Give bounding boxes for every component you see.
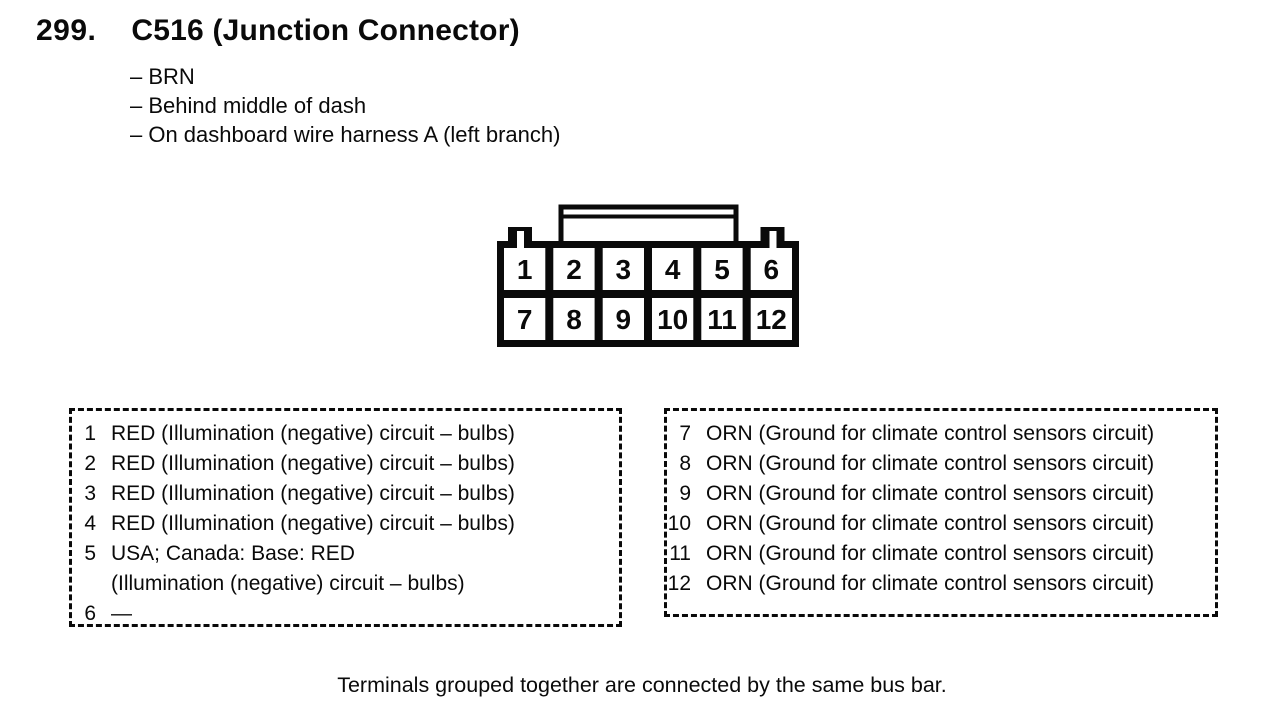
pin-description: ORN (Ground for climate control sensors … <box>706 422 1155 445</box>
pin-description: USA; Canada: Base: RED <box>111 542 355 565</box>
pin-row: 1 RED (Illumination (negative) circuit –… <box>72 419 619 449</box>
pin-number: 11 <box>669 542 691 565</box>
pin-number: 5 <box>84 542 96 565</box>
pin-row-continuation: (Illumination (negative) circuit – bulbs… <box>72 569 619 599</box>
pin-number: 2 <box>84 452 96 475</box>
terminal-number: 7 <box>517 304 533 335</box>
connector-body <box>497 241 799 347</box>
pin-description: RED (Illumination (negative) circuit – b… <box>111 422 515 445</box>
pin-number: 4 <box>84 512 96 535</box>
terminal-number: 2 <box>566 254 582 285</box>
pin-description: (Illumination (negative) circuit – bulbs… <box>111 572 465 595</box>
bus-bar-note: Terminals grouped together are connected… <box>337 673 947 697</box>
terminal-cell <box>652 248 694 290</box>
terminal-number: 3 <box>616 254 632 285</box>
pin-number: 12 <box>667 572 691 595</box>
terminal-cell <box>652 298 694 340</box>
pin-description: ORN (Ground for climate control sensors … <box>706 572 1155 595</box>
terminal-cell <box>750 298 792 340</box>
connector-diagram: 1 2 3 4 5 6 7 8 9 10 11 12 <box>497 204 799 347</box>
page-title: C516 (Junction Connector) <box>131 14 520 47</box>
pin-table-left: 1 RED (Illumination (negative) circuit –… <box>69 408 622 627</box>
terminal-cell <box>701 298 743 340</box>
page-header: 299. C516 (Junction Connector) <box>36 16 520 46</box>
terminal-number: 12 <box>756 304 787 335</box>
pin-row: 3 RED (Illumination (negative) circuit –… <box>72 479 619 509</box>
pin-number: 8 <box>679 452 691 475</box>
pin-description: ORN (Ground for climate control sensors … <box>706 512 1155 535</box>
terminal-number: 1 <box>517 254 533 285</box>
notch-left-slot <box>517 231 524 250</box>
terminal-number: 10 <box>657 304 688 335</box>
detail-color: – BRN <box>130 64 195 89</box>
pin-number: 1 <box>84 422 96 445</box>
pin-number: 10 <box>667 512 691 535</box>
pin-number: 9 <box>679 482 691 505</box>
pin-row: 9 ORN (Ground for climate control sensor… <box>667 479 1215 509</box>
pin-row: 6 — <box>72 599 619 629</box>
pin-description: RED (Illumination (negative) circuit – b… <box>111 512 515 535</box>
terminal-cell <box>553 248 595 290</box>
pin-number: 7 <box>679 422 691 445</box>
pin-row: 11 ORN (Ground for climate control senso… <box>667 539 1215 569</box>
pin-number-blank <box>72 569 96 599</box>
pin-number: 3 <box>84 482 96 505</box>
connector-latch-tab <box>558 204 739 247</box>
pin-description: — <box>111 602 132 625</box>
detail-harness: – On dashboard wire harness A (left bran… <box>130 122 561 147</box>
pin-row: 7 ORN (Ground for climate control sensor… <box>667 419 1215 449</box>
pin-description: ORN (Ground for climate control sensors … <box>706 452 1155 475</box>
detail-location: – Behind middle of dash <box>130 93 367 118</box>
terminal-number: 6 <box>764 254 780 285</box>
terminal-number: 4 <box>665 254 681 285</box>
pin-row: 8 ORN (Ground for climate control sensor… <box>667 449 1215 479</box>
pin-row: 5 USA; Canada: Base: RED <box>72 539 619 569</box>
pin-description: RED (Illumination (negative) circuit – b… <box>111 482 515 505</box>
pin-table-right: 7 ORN (Ground for climate control sensor… <box>664 408 1218 617</box>
pin-description: ORN (Ground for climate control sensors … <box>706 542 1155 565</box>
terminal-cell <box>750 248 792 290</box>
notch-right-slot <box>769 231 777 250</box>
pin-row: 10 ORN (Ground for climate control senso… <box>667 509 1215 539</box>
terminal-cell <box>504 298 546 340</box>
terminal-cell <box>504 248 546 290</box>
terminal-cell <box>602 248 644 290</box>
pin-row: 4 RED (Illumination (negative) circuit –… <box>72 509 619 539</box>
terminal-number: 11 <box>707 304 737 335</box>
terminal-cell <box>701 248 743 290</box>
terminal-number: 9 <box>616 304 632 335</box>
connector-details: – BRN – Behind middle of dash – On dashb… <box>130 62 560 149</box>
terminal-number: 8 <box>566 304 582 335</box>
pin-number: 6 <box>84 602 96 625</box>
pin-description: RED (Illumination (negative) circuit – b… <box>111 452 515 475</box>
pin-row: 2 RED (Illumination (negative) circuit –… <box>72 449 619 479</box>
terminal-cell <box>602 298 644 340</box>
terminal-number: 5 <box>714 254 730 285</box>
item-number: 299. <box>36 14 97 47</box>
pin-row: 12 ORN (Ground for climate control senso… <box>667 569 1215 599</box>
terminal-cell <box>553 298 595 340</box>
pin-description: ORN (Ground for climate control sensors … <box>706 482 1155 505</box>
